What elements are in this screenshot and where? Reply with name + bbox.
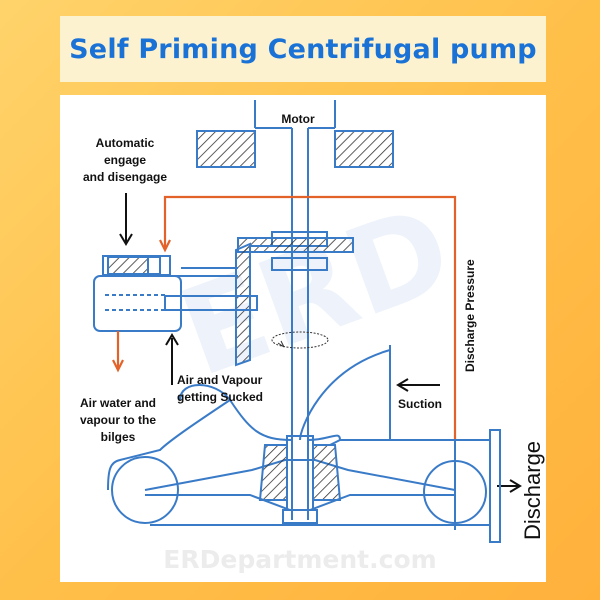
discharge-pressure-pipe: [112, 195, 457, 440]
bilges-label-line2: vapour to the: [80, 413, 156, 427]
pump-casing: [107, 345, 501, 543]
automatic-label-line1: Automatic: [96, 136, 155, 150]
watermark-logo: ERD: [164, 180, 469, 404]
air-vapour-label-line2: getting Sucked: [177, 390, 263, 404]
annotation-arrows: [119, 193, 522, 493]
title-banner: Self Priming Centrifugal pump: [60, 16, 546, 82]
discharge-label: Discharge: [520, 441, 545, 540]
automatic-label-line2: engage: [104, 153, 146, 167]
seal-housing: [235, 242, 272, 367]
suction-label: Suction: [398, 397, 442, 411]
discharge-pressure-label: Discharge Pressure: [463, 259, 477, 372]
bilges-label-line1: Air water and: [80, 396, 156, 410]
air-vapour-label-line1: Air and Vapour: [177, 373, 263, 387]
priming-valve: [93, 255, 258, 332]
motor-label: Motor: [281, 112, 315, 126]
page-title: Self Priming Centrifugal pump: [69, 33, 537, 65]
bilges-label-line3: bilges: [101, 430, 136, 444]
automatic-label-line3: and disengage: [83, 170, 167, 184]
watermark: ERDepartment.com: [163, 545, 436, 574]
motor-assembly: [196, 100, 394, 168]
rotation-arrow-icon: [271, 331, 329, 349]
diagram-panel: [60, 95, 546, 582]
